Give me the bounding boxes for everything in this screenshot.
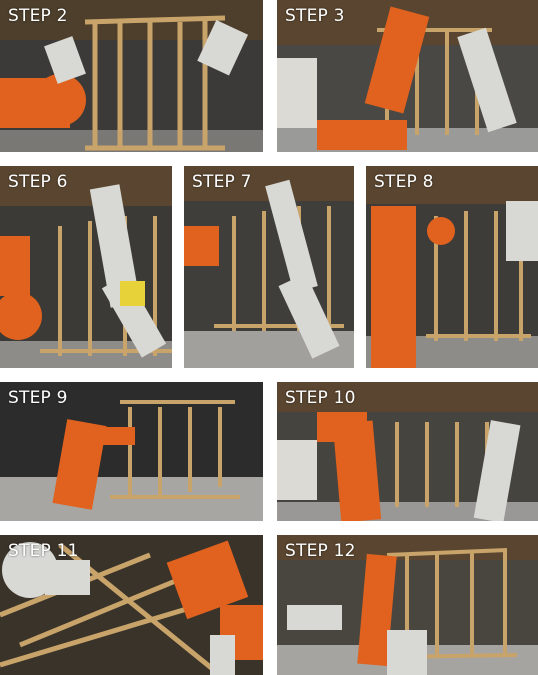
- photo-step-8-image: [366, 166, 538, 368]
- photo-step-12-image: [277, 535, 538, 675]
- step-label: STEP 9: [8, 388, 68, 408]
- photo-step-11: STEP 11: [0, 535, 263, 675]
- photo-step-8: STEP 8: [366, 166, 538, 368]
- photo-step-10-image: [277, 382, 538, 521]
- photo-step-7: STEP 7: [184, 166, 354, 368]
- photo-step-11-image: [0, 535, 263, 675]
- photo-step-6-image: [0, 166, 172, 368]
- step-label: STEP 12: [285, 541, 356, 561]
- step-label: STEP 7: [192, 172, 252, 192]
- photo-step-6: STEP 6: [0, 166, 172, 368]
- step-label: STEP 11: [8, 541, 79, 561]
- step-label: STEP 3: [285, 6, 345, 26]
- photo-step-3: STEP 3: [277, 0, 538, 152]
- step-label: STEP 6: [8, 172, 68, 192]
- photo-step-3-image: [277, 0, 538, 152]
- photo-step-9: STEP 9: [0, 382, 263, 521]
- photo-step-2-image: [0, 0, 263, 152]
- photo-step-2: STEP 2: [0, 0, 263, 152]
- step-label: STEP 8: [374, 172, 434, 192]
- step-label: STEP 10: [285, 388, 356, 408]
- photo-step-10: STEP 10: [277, 382, 538, 521]
- photo-step-12: STEP 12: [277, 535, 538, 675]
- step-label: STEP 2: [8, 6, 68, 26]
- photo-step-9-image: [0, 382, 263, 521]
- photo-step-7-image: [184, 166, 354, 368]
